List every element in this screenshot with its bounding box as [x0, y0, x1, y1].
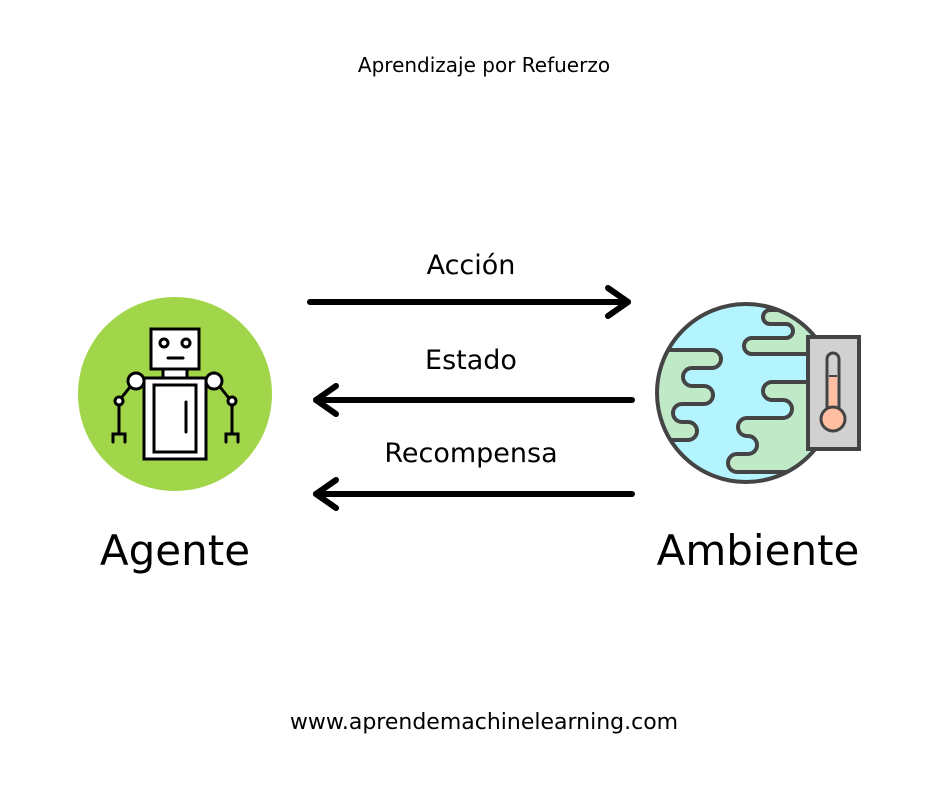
reward-label: Recompensa: [384, 438, 558, 469]
footer-url: www.aprendemachinelearning.com: [289, 710, 679, 735]
thermometer-icon: [806, 335, 861, 451]
action-arrow: [307, 285, 631, 319]
state-arrow: [313, 383, 635, 417]
action-label: Acción: [426, 250, 516, 281]
robot-icon: [78, 297, 272, 491]
environment-label: Ambiente: [656, 526, 860, 575]
diagram-title: Aprendizaje por Refuerzo: [357, 53, 611, 77]
reward-arrow: [313, 477, 635, 511]
state-label: Estado: [425, 345, 517, 376]
agent-label: Agente: [99, 526, 251, 575]
